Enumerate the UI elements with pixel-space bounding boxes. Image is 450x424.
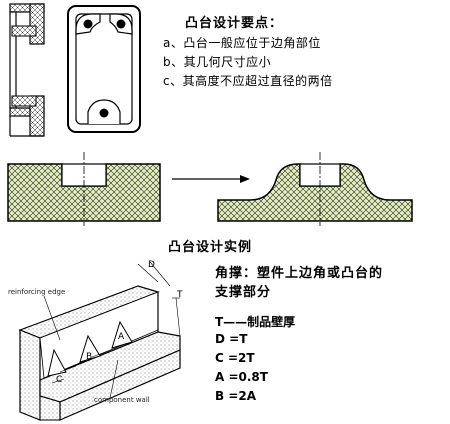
formula-c: C =2T bbox=[215, 351, 255, 365]
gusset-drawing bbox=[18, 261, 181, 421]
boss-design-title: 凸台设计要点： bbox=[185, 16, 284, 31]
label-b: B bbox=[86, 352, 93, 362]
example-caption: 凸台设计实例 bbox=[168, 240, 253, 255]
label-reinforcing-edge: reinforcing edge bbox=[8, 288, 66, 296]
label-c: C bbox=[56, 375, 63, 385]
boss-section-after bbox=[217, 152, 413, 226]
boss-design-point-c: c、其高度不应超过直径的两倍 bbox=[163, 74, 333, 88]
boss-side-section bbox=[9, 3, 45, 137]
boss-design-point-b: b、其几何尺寸应小 bbox=[163, 55, 272, 69]
gusset-heading-line2: 支撑部分 bbox=[215, 285, 272, 300]
formula-a: A =0.8T bbox=[215, 370, 268, 384]
transform-arrow bbox=[172, 175, 250, 183]
label-component-wall: component wall bbox=[94, 396, 150, 404]
label-t: T bbox=[177, 290, 183, 300]
label-d: D bbox=[148, 260, 155, 270]
label-a: A bbox=[118, 332, 125, 342]
boss-design-point-a: a、凸台一般应位于边角部位 bbox=[163, 36, 321, 50]
boss-section-before bbox=[7, 152, 161, 226]
gusset-heading-line1: 角撑：塑件上边角或凸台的 bbox=[215, 266, 384, 281]
formula-t: T——制品壁厚 bbox=[215, 315, 296, 329]
boss-plan-view bbox=[67, 5, 141, 133]
formula-b: B =2A bbox=[215, 389, 257, 403]
formula-d: D =T bbox=[215, 332, 248, 346]
